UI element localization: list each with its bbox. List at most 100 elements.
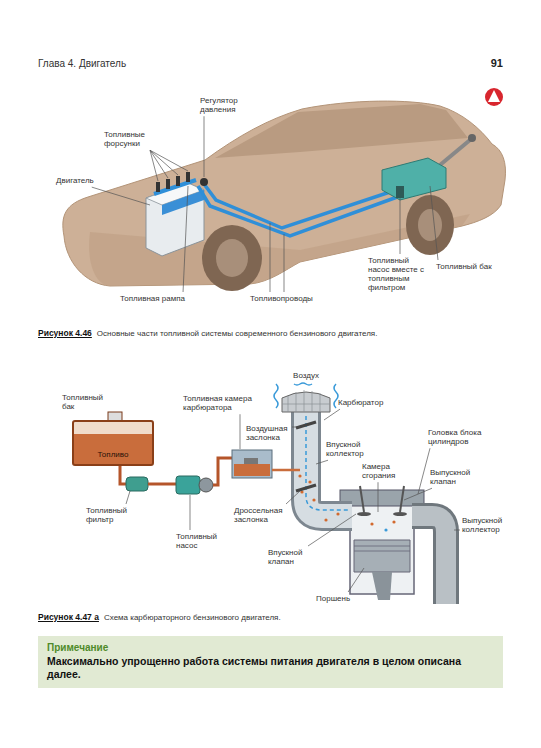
carburetor-engine-illustration <box>296 485 316 491</box>
carburetor-engine-illustration <box>120 466 126 484</box>
leader-line <box>348 568 364 592</box>
leader-line <box>190 495 191 530</box>
carburetor-engine-illustration <box>306 416 348 510</box>
carburetor-engine-illustration <box>234 464 270 476</box>
car-illustration <box>418 209 442 241</box>
carburetor-engine-illustration <box>232 450 272 478</box>
figure-caption: Основные части топливной системы совреме… <box>97 329 378 338</box>
carburetor-engine-illustration <box>274 384 278 408</box>
car-illustration <box>485 88 503 106</box>
car-illustration <box>176 176 180 186</box>
leader-line <box>404 488 432 500</box>
leader-line <box>316 460 328 464</box>
part-label: Впускной коллектор <box>326 440 374 458</box>
leader-line <box>92 187 150 205</box>
part-label: Топливный фильтр <box>86 506 128 524</box>
leader-line <box>150 150 188 171</box>
carburetor-engine-illustration <box>199 478 213 492</box>
leader-line <box>270 223 271 292</box>
carburetor-engine-illustration <box>298 474 301 477</box>
carburetor-engine-illustration <box>393 512 407 516</box>
part-label: Камера сгорания <box>362 462 404 480</box>
car-illustration <box>204 184 396 228</box>
part-label: Топливный насос <box>176 532 218 550</box>
car-illustration <box>215 104 468 158</box>
leader-line <box>308 514 356 546</box>
car-illustration <box>198 186 400 236</box>
leader-line <box>240 414 241 449</box>
page-number: 91 <box>491 57 503 69</box>
car-illustration <box>154 180 196 194</box>
leader-line <box>454 530 460 531</box>
carburetor-engine-illustration <box>282 390 330 412</box>
leader-line <box>286 491 300 504</box>
carburetor-engine-illustration <box>213 458 232 485</box>
car-illustration <box>396 186 404 198</box>
part-label: Воздушная заслонка <box>246 424 290 442</box>
figure-number: Рисунок 4.46 <box>38 328 92 338</box>
carburetor-engine-illustration <box>360 486 364 512</box>
car-illustration <box>156 182 160 192</box>
carburetor-engine-illustration <box>312 498 315 501</box>
part-label: Топливная камера карбюратора <box>183 394 261 412</box>
carburetor-engine-illustration <box>340 490 424 506</box>
leader-line <box>292 427 300 428</box>
carburetor-engine-illustration <box>372 572 392 600</box>
carburetor-engine-illustration <box>412 516 446 604</box>
carburetor-engine-illustration <box>334 384 338 408</box>
part-label: Двигатель <box>56 176 94 185</box>
car-illustration <box>63 88 506 291</box>
part-label: Дроссельная заслонка <box>234 506 288 524</box>
car-illustration <box>406 195 454 255</box>
figure-caption: Схема карбюраторного бензинового двигате… <box>104 613 281 622</box>
leader-line <box>324 409 340 420</box>
carburetor-engine-illustration <box>272 469 300 472</box>
leader-line <box>284 234 285 292</box>
part-label: Карбюратор <box>338 398 383 407</box>
leader-line <box>430 186 438 260</box>
part-label: Воздух <box>293 371 319 380</box>
car-illustration <box>202 225 262 291</box>
car-illustration <box>382 158 446 200</box>
carburetor-engine-illustration <box>324 518 327 521</box>
part-label: Выпускной клапан <box>430 468 478 486</box>
part-label: Поршень <box>316 594 350 603</box>
leader-line <box>418 448 430 494</box>
tank-content-label: Топливо <box>98 450 129 459</box>
page-header: Глава 4. Двигатель <box>38 58 126 69</box>
carburetor-engine-illustration <box>108 383 446 604</box>
part-label: Регулятор давления <box>200 96 250 114</box>
car-illustration <box>186 172 190 182</box>
part-label: Топливная рампа <box>120 294 185 303</box>
fuel-tank: Топливо <box>72 420 154 466</box>
part-label: Топливный бак <box>436 262 498 271</box>
figure-number: Рисунок 4.47 а <box>38 612 99 622</box>
car-illustration <box>200 178 208 186</box>
note-heading: Примечание <box>47 642 494 653</box>
carburetor-engine-illustration <box>370 522 373 525</box>
car-illustration <box>440 140 470 165</box>
car-illustration <box>216 239 248 277</box>
carburetor-engine-illustration <box>126 477 148 491</box>
part-label: Топливные форсунки <box>104 130 152 148</box>
carburetor-engine-illustration <box>176 476 200 494</box>
leader-line <box>150 150 158 181</box>
car-illustration <box>166 179 170 189</box>
carburetor-engine-illustration <box>306 412 352 516</box>
carburetor-engine-illustration <box>282 392 330 412</box>
carburetor-engine-illustration <box>308 480 311 483</box>
car-illustration <box>488 90 500 102</box>
carburetor-engine-illustration <box>392 520 395 523</box>
carburetor-engine-illustration <box>294 383 312 385</box>
part-label: Топливопроводы <box>250 294 313 303</box>
carburetor-engine-illustration <box>354 540 410 572</box>
leader-line <box>183 186 188 292</box>
carburetor-engine-illustration <box>244 458 258 464</box>
leader-line <box>378 482 379 512</box>
carburetor-engine-illustration <box>400 486 404 512</box>
car-illustration <box>468 134 476 142</box>
leader-line <box>150 150 178 175</box>
part-label: Впускной клапан <box>268 548 310 566</box>
part-label: Головка блока цилиндров <box>428 428 492 446</box>
